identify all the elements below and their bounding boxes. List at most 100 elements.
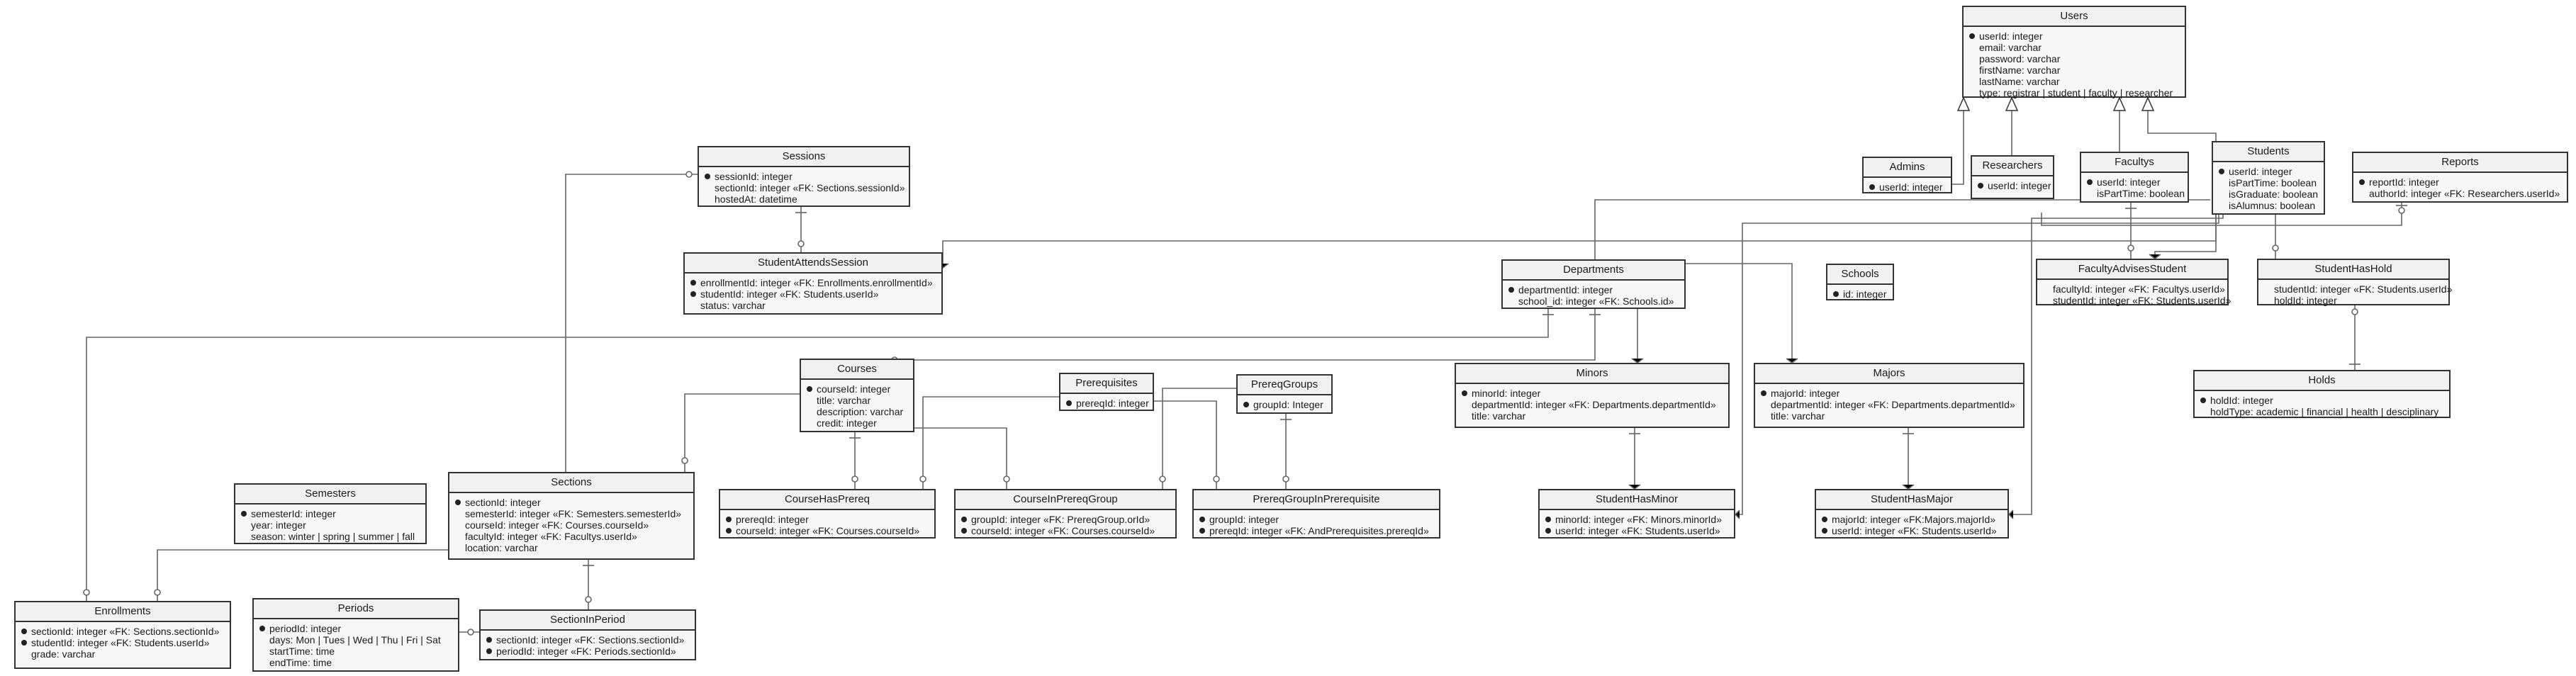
key-field: sectionId: integer «FK: Sections.section…: [21, 626, 224, 637]
field-text: periodId: integer «FK: Periods.sectionId…: [496, 646, 676, 657]
field-text: userId: integer: [1979, 30, 2043, 42]
field-text: facultyId: integer «FK: Facultys.userId»: [2053, 283, 2225, 295]
optional-mark: [1159, 475, 1166, 483]
key-dot-icon: [690, 280, 696, 286]
attribute-field: holdType: academic | financial | health …: [2200, 406, 2443, 417]
edge-prereq-groupin: [1154, 400, 1217, 489]
field-text: studentId: integer «FK: Students.userId»: [700, 288, 879, 300]
entity-student-has-hold: StudentHasHold studentId: integer «FK: S…: [2257, 259, 2452, 306]
field-text: userId: integer «FK: Students.userId»: [1832, 525, 1997, 536]
entity-title: Majors: [1755, 364, 2023, 384]
key-dot-icon: [2359, 179, 2365, 185]
field-text: reportId: integer: [2369, 176, 2439, 188]
entity-title: Minors: [1456, 364, 1728, 384]
key-field: sectionId: integer: [455, 497, 688, 508]
key-field: reportId: integer: [2359, 176, 2561, 188]
field-text: facultyId: integer «FK: Facultys.userId»: [465, 531, 637, 542]
key-dot-icon: [1199, 528, 1205, 534]
edge-students-advises: [2154, 214, 2217, 259]
field-text: sectionId: integer: [465, 497, 541, 508]
key-dot-icon: [259, 626, 265, 631]
entity-fields: id: integer: [1827, 285, 1893, 303]
field-text: title: varchar: [817, 395, 871, 406]
key-field: enrollmentId: integer «FK: Enrollments.e…: [690, 277, 936, 288]
entity-title: Sessions: [699, 147, 909, 167]
attribute-field: isGraduate: boolean: [2219, 188, 2318, 200]
field-text: isAlumnus: boolean: [2229, 200, 2316, 211]
field-text: studentId: integer «FK: Students.userId»: [2053, 295, 2231, 306]
field-text: studentId: integer «FK: Students.userId»: [2274, 283, 2453, 295]
key-dot-icon: [486, 637, 492, 643]
attribute-field: title: varchar: [1761, 410, 2017, 422]
field-text: userId: integer: [2097, 176, 2161, 188]
attribute-field: credit: integer: [807, 417, 907, 429]
key-field: groupId: integer: [1199, 514, 1433, 525]
attribute-field: courseId: integer «FK: Courses.courseId»: [455, 519, 688, 531]
optional-mark: [2127, 244, 2134, 252]
attribute-field: description: varchar: [807, 406, 907, 417]
field-text: title: varchar: [1472, 410, 1526, 422]
key-dot-icon: [2200, 398, 2206, 403]
attribute-field: studentId: integer «FK: Students.userId»: [2264, 283, 2452, 295]
key-dot-icon: [1869, 184, 1875, 190]
field-text: id: integer: [1843, 288, 1887, 300]
entity-researchers: Researchers userId: integer: [1971, 155, 2054, 199]
attribute-field: days: Mon | Tues | Wed | Thu | Fri | Sat: [259, 634, 452, 646]
attribute-field: studentId: integer «FK: Students.userId»: [2043, 295, 2231, 306]
optional-mark: [467, 629, 474, 636]
key-field: periodId: integer «FK: Periods.sectionId…: [486, 646, 689, 657]
optional-mark: [1282, 475, 1289, 483]
key-field: prereqId: integer: [1066, 398, 1149, 409]
attribute-field: startTime: time: [259, 646, 452, 657]
field-text: departmentId: integer «FK: Departments.d…: [1472, 399, 1716, 410]
field-text: authorId: integer «FK: Researchers.userI…: [2369, 188, 2560, 199]
field-text: isGraduate: boolean: [2229, 188, 2319, 200]
key-dot-icon: [1822, 517, 1827, 522]
attribute-field: sectionId: integer «FK: Sections.session…: [705, 182, 905, 193]
field-text: groupId: Integer: [1253, 399, 1323, 410]
attribute-field: isPartTime: boolean: [2087, 188, 2185, 199]
key-field: userId: integer: [1869, 181, 1945, 193]
field-text: courseId: integer «FK: Courses.courseId»: [465, 519, 649, 531]
edge-students-major: [2009, 214, 2224, 515]
entity-section-in-period: SectionInPeriod sectionId: integer «FK: …: [479, 609, 696, 660]
entity-title: SectionInPeriod: [481, 611, 695, 631]
entity-enrollments: Enrollments sectionId: integer «FK: Sect…: [14, 601, 231, 669]
entity-title: StudentAttendsSession: [685, 254, 941, 274]
edge-prereq-hasprereq: [922, 396, 1059, 489]
key-dot-icon: [1199, 517, 1205, 522]
field-text: courseId: integer: [817, 383, 891, 395]
key-dot-icon: [1462, 390, 1467, 396]
key-field: departmentId: integer: [1508, 284, 1679, 295]
field-text: groupId: integer «FK: PrereqGroup.orId»: [971, 514, 1150, 525]
entity-title: Researchers: [1972, 157, 2053, 176]
entity-title: Reports: [2353, 153, 2567, 173]
key-field: minorId: integer «FK: Minors.minorId»: [1545, 514, 1728, 525]
key-dot-icon: [21, 640, 27, 646]
entity-title: Semesters: [235, 485, 425, 505]
field-text: courseId: integer «FK: Courses.courseId»: [971, 525, 1155, 536]
field-text: school_id: integer «FK: Schools.id»: [1518, 295, 1674, 307]
key-field: sessionId: integer: [705, 171, 903, 182]
entity-course-in-prereq-group: CourseInPrereqGroup groupId: integer «FK…: [954, 489, 1177, 539]
attribute-field: departmentId: integer «FK: Departments.d…: [1761, 399, 2017, 410]
entity-fields: groupId: integer «FK: PrereqGroup.orId»c…: [956, 510, 1175, 539]
field-text: isPartTime: boolean: [2229, 177, 2317, 188]
entity-fields: groupId: Integer: [1238, 395, 1331, 413]
entity-student-has-major: StudentHasMajor majorId: integer «FK:Maj…: [1815, 489, 2009, 539]
field-text: semesterId: integer: [251, 508, 336, 519]
key-dot-icon: [1822, 528, 1827, 534]
entity-title: Users: [1964, 7, 2185, 27]
field-text: email: varchar: [1979, 42, 2042, 53]
entity-prerequisites: Prerequisites prereqId: integer: [1059, 373, 1154, 411]
entity-title: StudentHasMinor: [1540, 490, 1734, 510]
